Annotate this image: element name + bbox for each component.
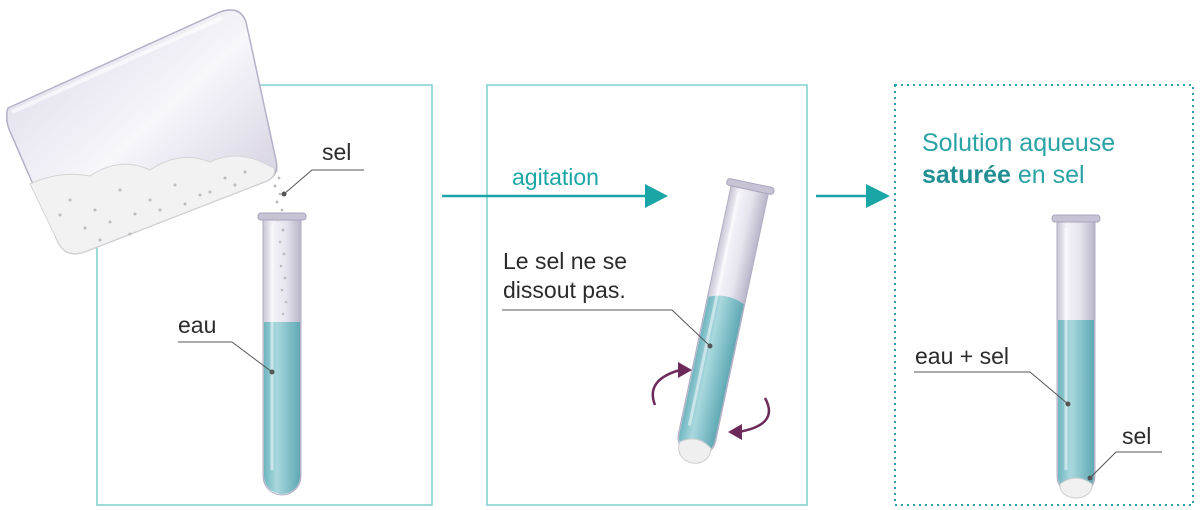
title-line1: Solution aqueuse [922,129,1116,157]
sel-bottom-pointer-dot [1087,475,1093,481]
rotation-arrowhead-top [678,362,692,378]
label-leader-lines-step3 [914,371,1162,479]
rotation-arrows [651,368,771,434]
not-dissolved-line2: dissout pas. [503,277,626,303]
not-dissolved-pointer-dot [707,343,713,349]
title-rest: en sel [1010,161,1085,189]
stirred-test-tube [677,178,775,464]
title-line2: saturée en sel [922,159,1115,191]
step-3-frame [894,84,1194,506]
label-leader-lines-step1 [178,169,364,373]
sel-label-bottom: sel [1122,423,1152,449]
step-1-frame [96,84,433,506]
sel-pointer-dot [281,191,287,197]
saturated-solution-title: Solution aqueuse saturée en sel [922,127,1115,191]
eau-label: eau [178,312,217,338]
sel-label-top: sel [322,139,352,165]
eau-sel-pointer-dot [1065,401,1071,407]
beaker-with-salt [5,9,278,255]
agitation-arrow [442,184,668,208]
result-arrow [816,184,890,208]
label-leader-lines-step2 [502,309,711,347]
rotation-arrowhead-bottom [728,424,742,440]
not-dissolved-line1: Le sel ne se [503,248,628,274]
eau-plus-sel-label: eau + sel [915,343,1009,369]
eau-pointer-dot [269,369,275,375]
saturated-test-tube [1051,214,1101,499]
agitation-label: agitation [512,164,599,190]
step-2-frame [486,84,808,506]
test-tube-water [257,212,307,496]
title-bold-word: saturée [922,161,1011,189]
